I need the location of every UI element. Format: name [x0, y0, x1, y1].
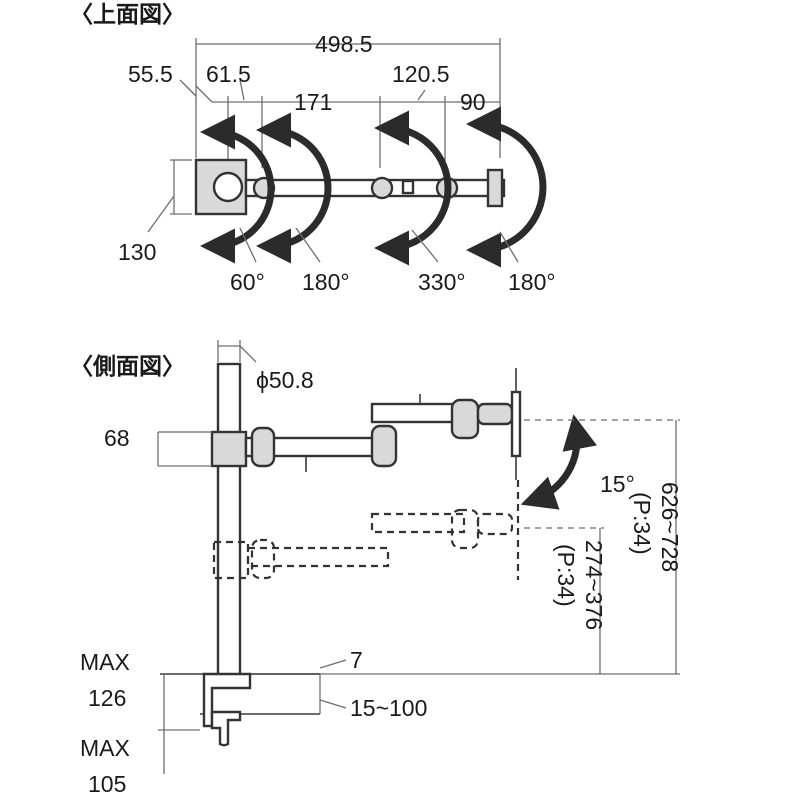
clamp-lower-jaw: [210, 710, 242, 747]
dim-130: 130: [118, 239, 156, 265]
arm-latch: [401, 179, 415, 195]
dim-pitch-short: (P:34): [553, 544, 579, 607]
range-long-group: 626~728 (P:34): [629, 482, 683, 572]
dim-90: 90: [460, 89, 486, 115]
upper-arm-lowered: [370, 512, 466, 534]
vesa-bracket: [486, 168, 504, 208]
dim-55-5: 55.5: [128, 61, 173, 87]
rotation-arrow-330: [374, 110, 452, 266]
dim-max-value-2: 105: [88, 771, 126, 797]
side-view-arm-lowered: [212, 480, 520, 580]
dim-overall-width: 498.5: [315, 31, 373, 57]
dim-desk-thickness: 15~100: [350, 695, 427, 721]
tilt-head-lowered: [476, 512, 514, 536]
angle-180-b: 180°: [508, 269, 556, 295]
dim-range-long: 626~728: [657, 482, 683, 572]
pole-collar: [210, 430, 248, 468]
side-view-clamp: [158, 659, 347, 774]
rotation-arrow-180-a: [256, 112, 332, 264]
top-view-arm: [194, 158, 506, 216]
joint-2: [370, 176, 394, 200]
tilt-arrow: [520, 414, 597, 510]
dim-plate-thickness: 7: [350, 647, 363, 673]
lower-arm-pivot: [250, 426, 276, 468]
dim-68: 68: [104, 425, 130, 451]
monitor-plate: [510, 390, 522, 458]
side-view-pole: [216, 340, 257, 686]
angle-60: 60°: [230, 269, 265, 295]
elbow-pivot: [370, 424, 398, 468]
dim-pole-diameter: ϕ50.8: [256, 367, 314, 393]
upper-pivot-lowered: [450, 508, 480, 550]
dim-range-short: 274~376: [581, 540, 607, 630]
side-view-heading: 〈側面図〉: [70, 354, 185, 380]
angle-330: 330°: [418, 269, 466, 295]
clamp-upper-jaw: [202, 672, 252, 728]
tilt-head: [476, 402, 514, 426]
angle-180-a: 180°: [302, 269, 350, 295]
lower-arm-lowered: [246, 546, 390, 568]
dim-max-value-1: 126: [88, 685, 126, 711]
dim-120-5: 120.5: [392, 61, 450, 87]
side-view-clamp-height-dim: [157, 431, 212, 467]
rotation-arrows: [200, 106, 547, 268]
range-short-group: 274~376 (P:34): [553, 540, 607, 630]
pole: [216, 362, 242, 686]
pivot-lowered: [250, 538, 276, 580]
dim-pitch-long: (P:34): [629, 492, 655, 555]
dim-max-label-1: MAX: [80, 649, 130, 675]
upper-arm-pivot: [450, 398, 480, 440]
upper-arm: [370, 402, 466, 424]
dim-max-label-2: MAX: [80, 735, 130, 761]
top-view-heading: 〈上面図〉: [70, 2, 185, 28]
side-view-arm-upper: [210, 368, 522, 480]
dim-61-5: 61.5: [206, 61, 251, 87]
pole-joint: [212, 171, 244, 203]
dim-tilt-angle: 15°: [600, 471, 635, 497]
dim-171: 171: [294, 89, 332, 115]
